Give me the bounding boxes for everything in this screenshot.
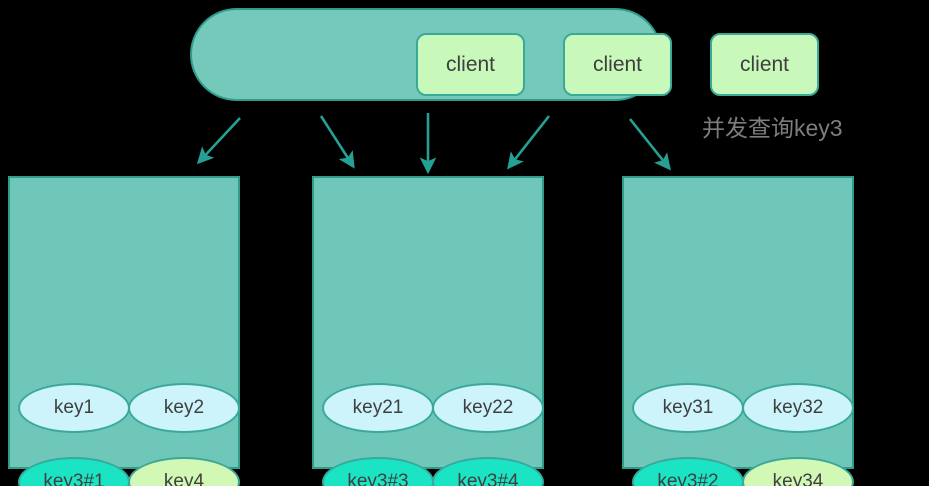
annotation-label: 并发查询key3 [702,115,843,141]
key-ellipse-highlighted[interactable]: key3#3 [322,457,434,486]
key-ellipse[interactable]: key1 [18,383,130,433]
key-ellipse[interactable]: key32 [742,383,854,433]
key-ellipse[interactable]: key31 [632,383,744,433]
arrow-client3-to-node2 [507,115,551,170]
arrow-client1-to-node1 [196,117,241,165]
key-ellipse[interactable]: key2 [128,383,240,433]
client-box-3[interactable]: client [710,33,819,96]
client-group-container: client client client [190,8,819,101]
arrow-client2-to-node2 [319,115,355,169]
key-ellipse-highlighted[interactable]: key3#1 [18,457,130,486]
client-box-1[interactable]: client [416,33,525,96]
key-ellipse[interactable]: key34 [742,457,854,486]
key-ellipse-highlighted[interactable]: key3#4 [432,457,544,486]
arrow-client3-to-node3 [628,118,671,171]
key-ellipse[interactable]: key21 [322,383,434,433]
client-box-2[interactable]: client [563,33,672,96]
key-ellipse-highlighted[interactable]: key3#2 [632,457,744,486]
key-ellipse[interactable]: key4 [128,457,240,486]
key-ellipse[interactable]: key22 [432,383,544,433]
